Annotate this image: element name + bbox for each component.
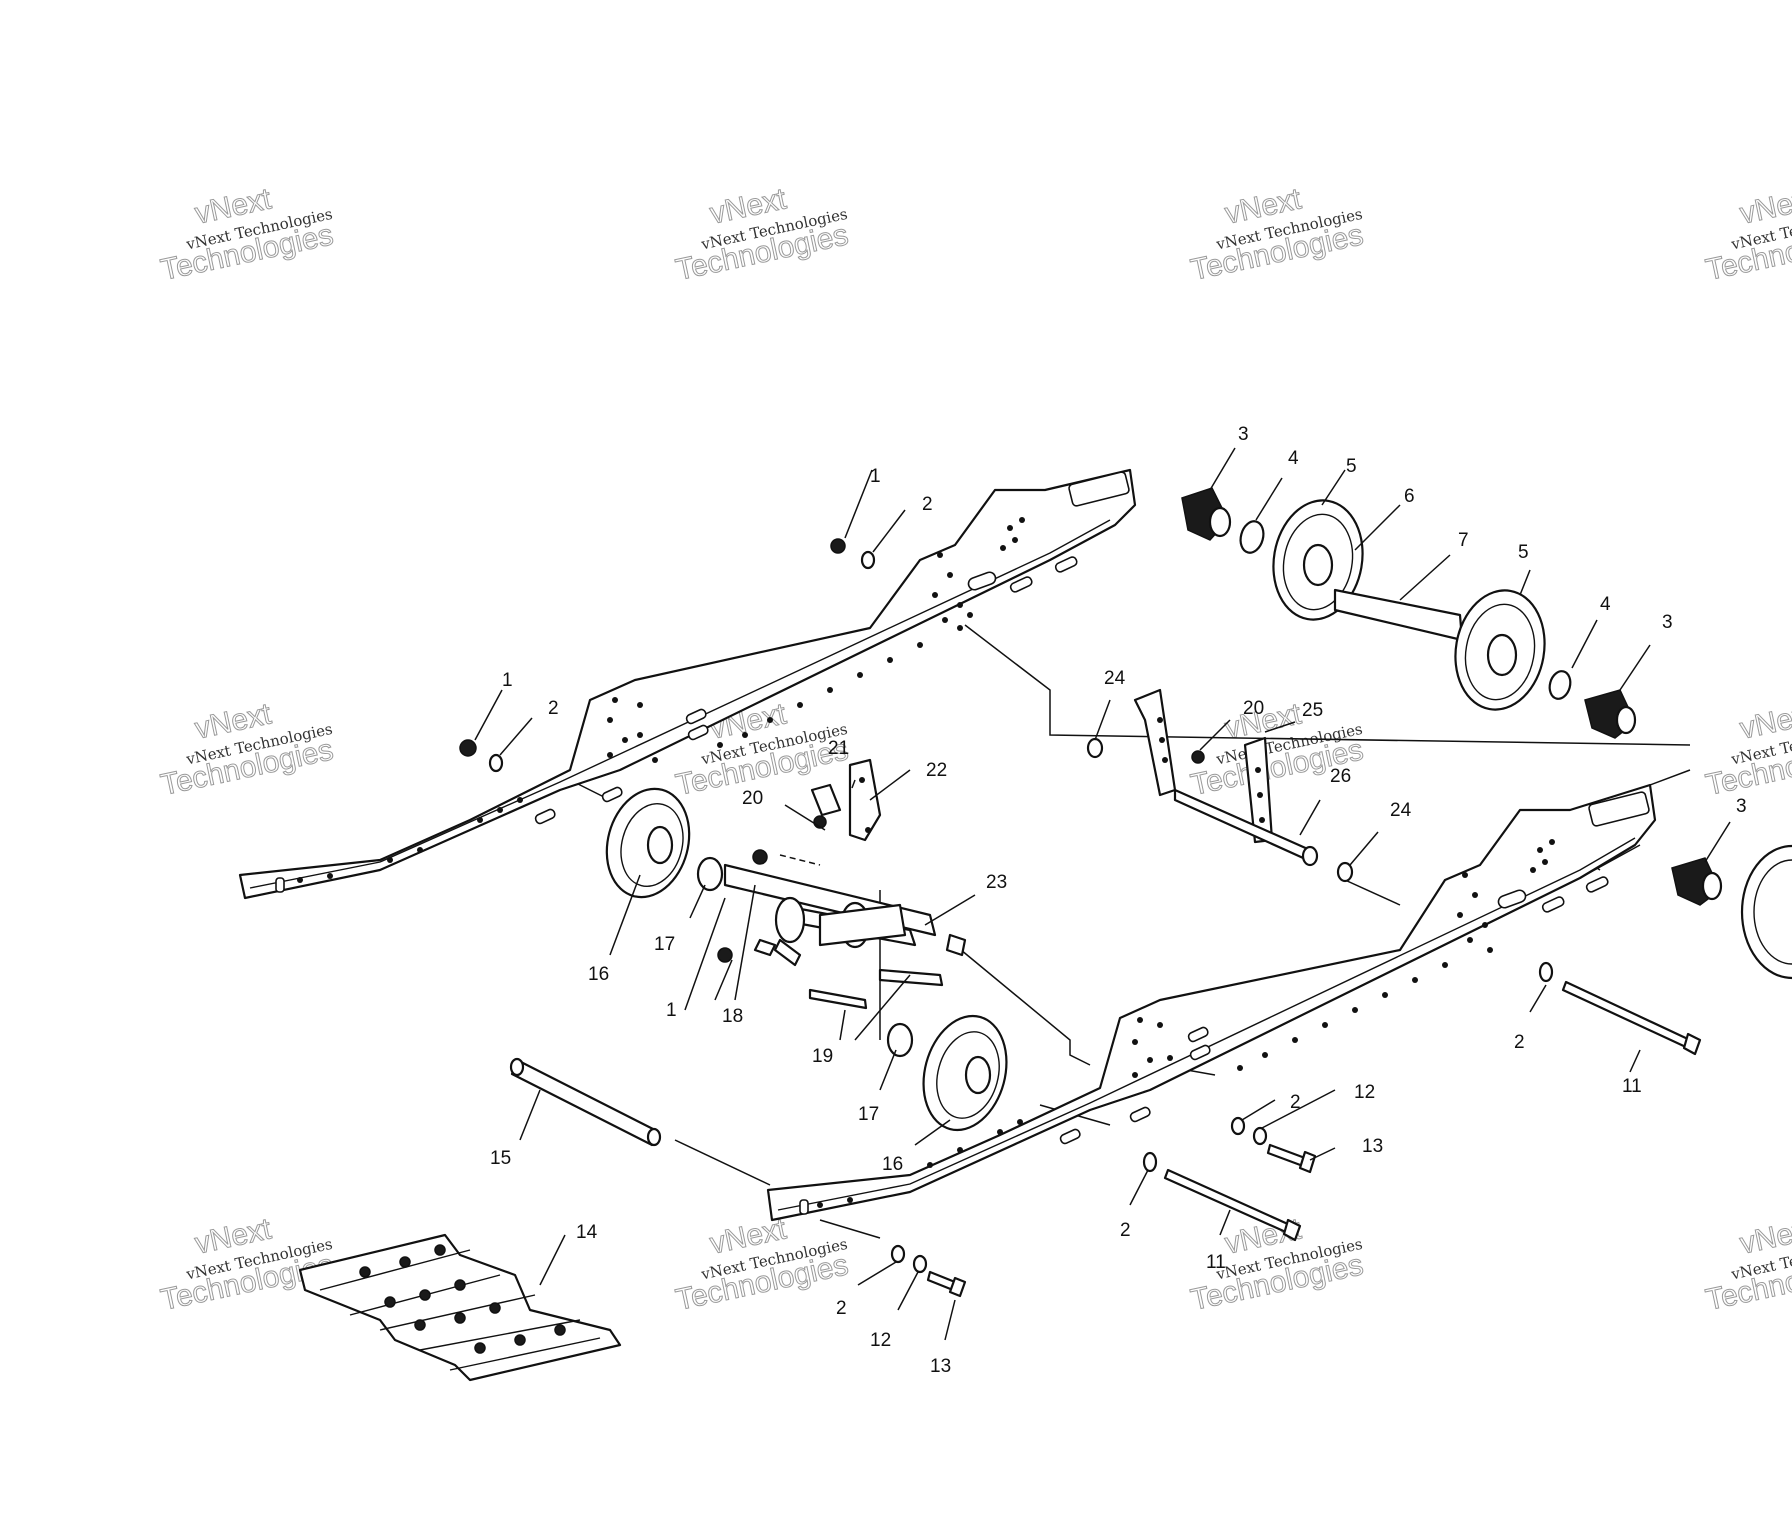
callouts: 1 2 1 2 3 4 5 6 7 5 4 3 3 24 20 25 26 24… [490, 424, 1747, 1377]
callout-17: 17 [654, 934, 675, 955]
callout-23: 23 [986, 872, 1007, 893]
hardware [459, 538, 1702, 1298]
callout-2: 2 [1290, 1092, 1301, 1113]
callout-5: 5 [1346, 456, 1357, 477]
callout-2: 2 [836, 1298, 847, 1319]
center-bracket-assembly [1086, 688, 1354, 883]
callout-20: 20 [1243, 698, 1264, 719]
callout-20: 20 [742, 788, 763, 809]
watermark: vNext vNext Technologies Technologies [673, 1212, 852, 1318]
watermarks: vNext vNext Technologies Technologies vN… [158, 182, 1792, 1318]
callout-7: 7 [1458, 530, 1469, 551]
callout-3: 3 [1238, 424, 1249, 445]
watermark: vNext vNext Technologies Technologies [158, 697, 337, 803]
watermark: vNext vNext Technologies Technologies [1188, 182, 1367, 288]
callout-16: 16 [588, 964, 609, 985]
callout-12: 12 [870, 1330, 891, 1351]
callout-12: 12 [1354, 1082, 1375, 1103]
idler-wheel-left [605, 787, 724, 899]
watermark: vNext vNext Technologies Technologies [1703, 1212, 1792, 1318]
callout-11: 11 [1622, 1076, 1642, 1097]
callout-24: 24 [1104, 668, 1126, 689]
callout-24: 24 [1390, 800, 1412, 821]
callout-19: 19 [812, 1046, 833, 1067]
callout-1: 1 [502, 670, 513, 691]
rear-axle-assembly [1181, 487, 1637, 739]
callout-14: 14 [576, 1222, 598, 1243]
callout-17: 17 [858, 1104, 879, 1125]
watermark: vNext vNext Technologies Technologies [158, 182, 337, 288]
track-section [298, 1233, 622, 1382]
callout-21: 21 [828, 738, 849, 759]
callout-2: 2 [922, 494, 933, 515]
callout-2: 2 [1514, 1032, 1525, 1053]
callout-22: 22 [926, 760, 947, 781]
callout-16: 16 [882, 1154, 903, 1175]
left-rail [238, 468, 1137, 900]
watermark: vNext vNext Technologies Technologies [673, 182, 852, 288]
callout-11: 11 [1206, 1252, 1226, 1273]
right-axle-end [1671, 844, 1792, 980]
callout-4: 4 [1600, 594, 1611, 615]
callout-18: 18 [722, 1006, 743, 1027]
idler-wheel-bottom [886, 1014, 1008, 1132]
callout-2: 2 [548, 698, 559, 719]
callout-5: 5 [1518, 542, 1529, 563]
callout-6: 6 [1404, 486, 1415, 507]
callout-3: 3 [1662, 612, 1673, 633]
callout-1: 1 [870, 466, 881, 487]
rail-shaft [509, 1057, 662, 1147]
callout-13: 13 [1362, 1136, 1383, 1157]
torque-arm-assembly [717, 758, 967, 1010]
watermark: vNext vNext Technologies Technologies [1703, 697, 1792, 803]
leader-lines [474, 447, 1731, 1341]
callout-13: 13 [930, 1356, 951, 1377]
callout-3: 3 [1736, 796, 1747, 817]
watermark: vNext vNext Technologies Technologies [158, 1212, 337, 1318]
right-rail [766, 783, 1657, 1222]
callout-15: 15 [490, 1148, 511, 1169]
callout-2: 2 [1120, 1220, 1131, 1241]
callout-25: 25 [1302, 700, 1323, 721]
callout-4: 4 [1288, 448, 1299, 469]
callout-26: 26 [1330, 766, 1351, 787]
callout-1: 1 [666, 1000, 677, 1021]
watermark: vNext vNext Technologies Technologies [1703, 182, 1792, 288]
